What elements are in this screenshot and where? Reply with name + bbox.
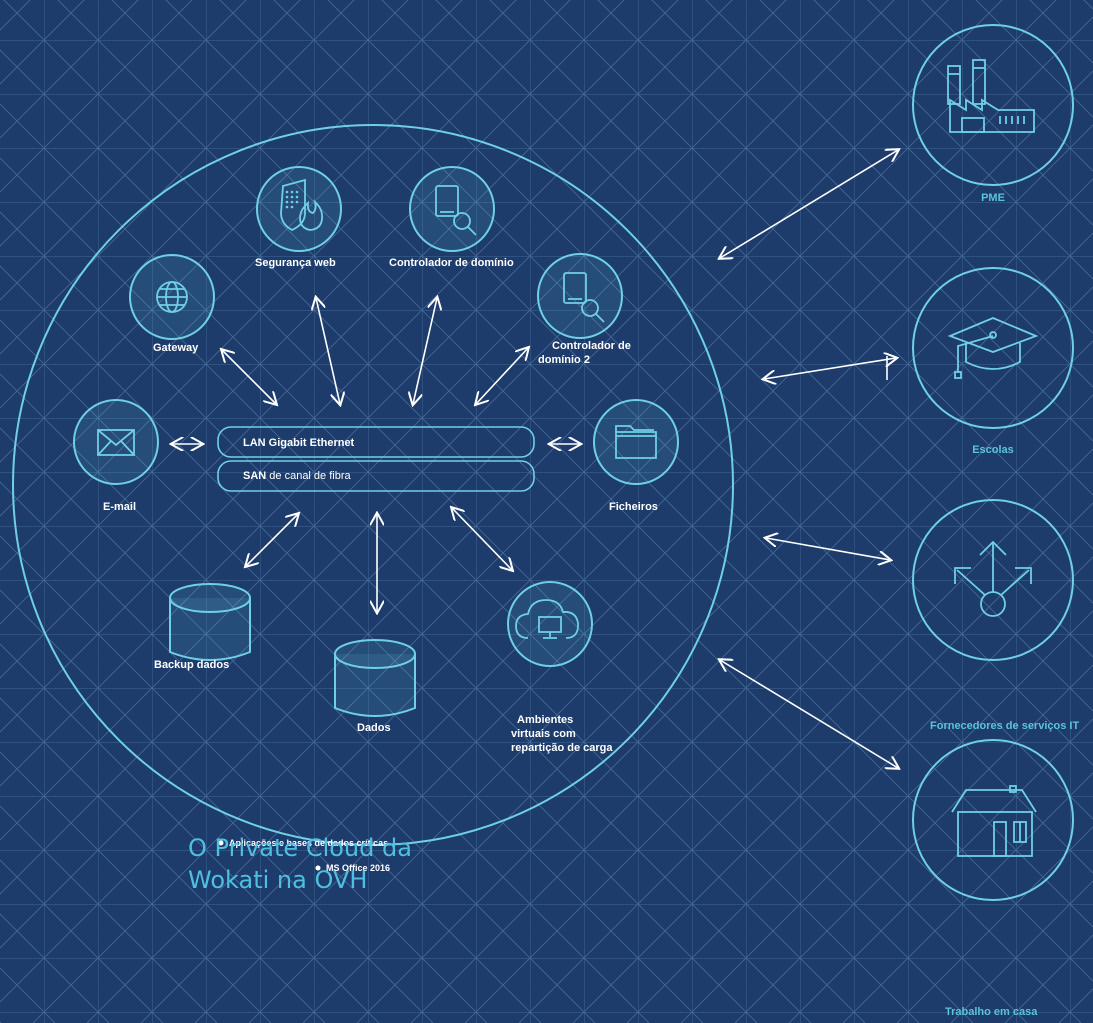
fornecedores-label: Fornecedores de serviços IT (930, 720, 1080, 732)
ambientes-label-line3: repartição de carga (511, 742, 613, 754)
ambientes-node-circle (507, 581, 593, 667)
cloud-monitor-icon (515, 599, 579, 639)
globe-icon (156, 281, 188, 313)
shield-fire-icon (280, 178, 324, 232)
bullet-ms-office: MS Office 2016 (326, 863, 391, 873)
folder-icon (615, 425, 657, 459)
seguranca-node-circle (256, 166, 342, 252)
arrow-backup (246, 514, 298, 566)
bullet-aplicacoes: Aplicações e bases de dados críticas (229, 838, 389, 848)
seguranca-label: Segurança web (255, 257, 336, 269)
arrow-pme (720, 150, 898, 258)
fornecedores-circle (912, 499, 1074, 661)
arrow-fornecedores (766, 538, 890, 560)
pme-label: PME (981, 192, 1005, 204)
ficheiros-label: Ficheiros (609, 501, 658, 513)
document-search-icon (435, 185, 477, 236)
escolas-label: Escolas (972, 444, 1014, 456)
title-line-2: Wokati na OVH (188, 866, 368, 894)
arrow-controlador2 (476, 348, 528, 404)
controlador2-label-line2: domínio 2 (538, 354, 590, 366)
gateway-label: Gateway (153, 342, 199, 354)
branch-arrows-icon (954, 540, 1032, 617)
controlador2-node-circle (537, 253, 623, 339)
ficheiros-node-circle (593, 399, 679, 485)
email-label: E-mail (103, 501, 137, 513)
bullet-dot-2 (315, 865, 321, 871)
private-cloud-boundary (12, 124, 734, 846)
controlador-node-circle (409, 166, 495, 252)
arrow-seguranca (316, 298, 340, 404)
dados-label: Dados (357, 722, 391, 734)
san-rest: de canal de fibra (266, 470, 351, 482)
backup-label: Backup dados (154, 659, 230, 671)
email-node-circle (73, 399, 159, 485)
database-icon (169, 583, 251, 661)
pme-circle (912, 24, 1074, 186)
document-search-2-icon (563, 272, 605, 323)
trabalho-label: Trabalho em casa (945, 1006, 1038, 1018)
arrow-controlador (413, 298, 437, 404)
lan-bar (217, 426, 535, 458)
house-icon (951, 785, 1037, 857)
bullet-dot-1 (218, 840, 224, 846)
ambientes-label-line1: Ambientes (517, 714, 574, 726)
controlador2-label-line1: Controlador de (552, 340, 631, 352)
san-label: SAN de canal de fibra (243, 470, 351, 482)
arrow-gateway (222, 350, 276, 404)
lan-label: LAN Gigabit Ethernet (243, 437, 355, 449)
page-title: O Private Cloud da Wokati na OVH (188, 832, 412, 896)
graduation-cap-icon (947, 317, 1039, 379)
arrow-trabalho (720, 660, 898, 768)
ambientes-label-line2: virtuais com (511, 728, 576, 740)
factory-icon (947, 59, 1035, 133)
arrow-ambientes (452, 508, 512, 570)
trabalho-circle (912, 739, 1074, 901)
san-bar (217, 460, 535, 492)
san-bold: SAN (243, 470, 267, 482)
arrow-escolas (764, 358, 896, 379)
controlador-label: Controlador de domínio (389, 257, 514, 269)
title-line-1: O Private Cloud da (188, 834, 412, 862)
envelope-icon (97, 429, 135, 456)
escolas-circle (912, 267, 1074, 429)
database-2-icon (334, 639, 416, 717)
